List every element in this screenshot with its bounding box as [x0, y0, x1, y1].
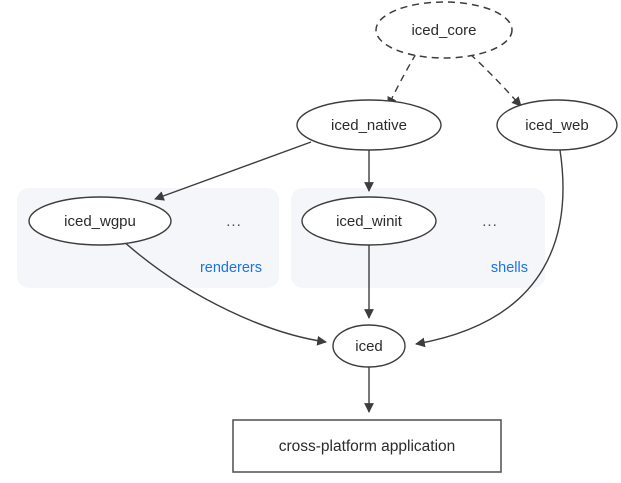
node-shape-iced_web[interactable] [496, 99, 618, 151]
edge-group [122, 53, 564, 413]
node-iced_web[interactable]: iced_web [496, 99, 618, 151]
ellipsis-shells-more: ... [482, 213, 498, 230]
node-iced_winit[interactable]: iced_winit [301, 196, 437, 246]
ellipsis-group: ...... [226, 213, 498, 230]
node-shape-iced_wgpu[interactable] [28, 196, 172, 246]
node-shape-iced_winit[interactable] [301, 196, 437, 246]
cluster-label-shells: shells [491, 260, 528, 276]
node-iced_wgpu[interactable]: iced_wgpu [28, 196, 172, 246]
edge-web-to-iced [415, 149, 564, 348]
edge-core-to-native [387, 53, 417, 107]
node-iced_core[interactable]: iced_core [375, 1, 513, 59]
node-shape-app[interactable] [232, 419, 502, 473]
node-shape-iced_core[interactable] [375, 1, 513, 59]
node-iced[interactable]: iced [332, 324, 406, 368]
edge-native-to-wgpu [154, 141, 312, 201]
cluster-label-renderers: renderers [200, 260, 262, 276]
node-shape-iced[interactable] [332, 324, 406, 368]
node-app[interactable]: cross-platform application [232, 419, 502, 473]
ellipsis-renderers-more: ... [226, 213, 242, 230]
edge-wgpu-to-iced [122, 240, 327, 346]
edge-core-to-web [469, 53, 522, 107]
node-iced_native[interactable]: iced_native [296, 99, 442, 151]
node-shape-iced_native[interactable] [296, 99, 442, 151]
